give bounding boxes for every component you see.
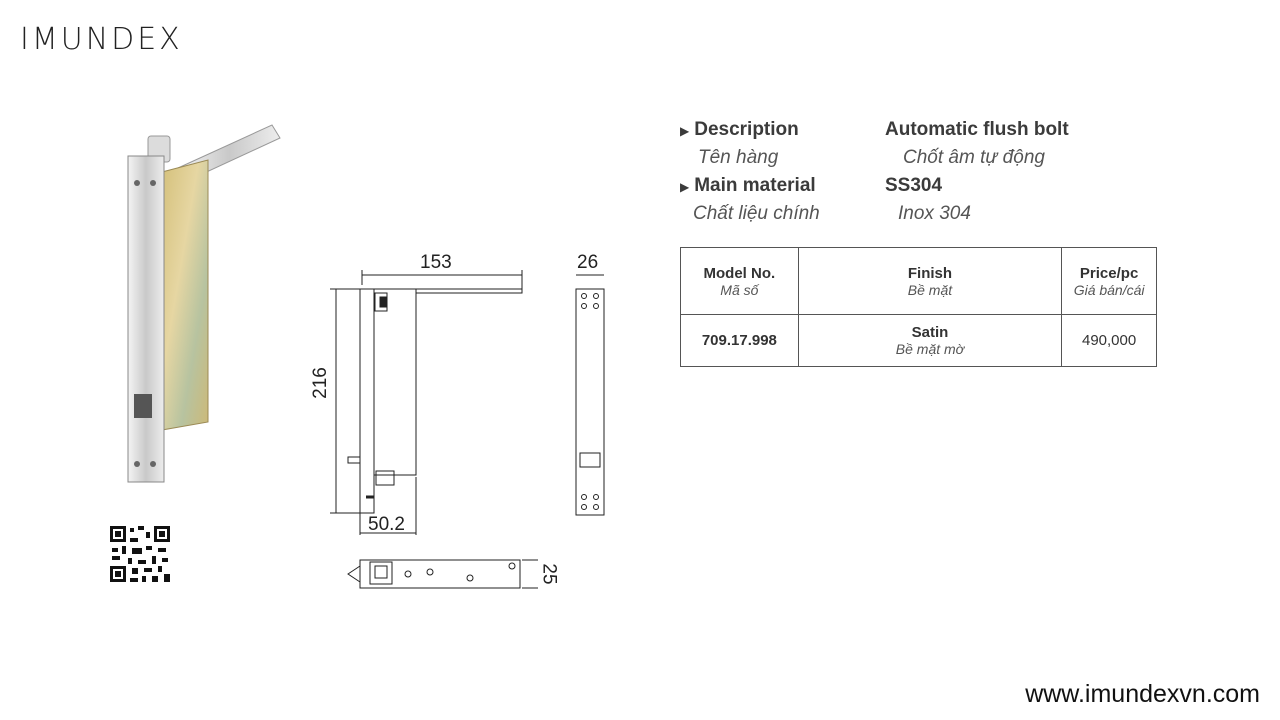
product-photo [127, 124, 281, 483]
qr-code [108, 524, 172, 584]
spec-description: ▶ Description Automatic flush bolt [680, 116, 1240, 144]
cell-model: 709.17.998 [680, 314, 799, 367]
technical-drawing-bottom [347, 559, 538, 589]
dimension-width: 153 [420, 252, 452, 273]
description-value-vi: Chốt âm tự động [903, 147, 1045, 168]
dimension-bottom: 25 [538, 563, 560, 585]
price-table: Model No. Mã số Finish Bề mặt Price/pc G… [680, 247, 1157, 367]
brand-logo: IMUNDEX [20, 22, 183, 57]
website-url[interactable]: www.imundexvn.com [1025, 680, 1260, 708]
description-value: Automatic flush bolt [885, 119, 1069, 140]
table-header-row: Model No. Mã số Finish Bề mặt Price/pc G… [680, 247, 1157, 315]
description-label: Description [694, 119, 799, 140]
spec-description-vi: Tên hàng Chốt âm tự động [680, 144, 1240, 172]
technical-drawing-side [575, 274, 605, 516]
header-model: Model No. Mã số [680, 247, 799, 315]
material-label: Main material [694, 175, 816, 196]
material-value: SS304 [885, 175, 943, 196]
bullet-icon: ▶ [680, 180, 690, 194]
material-label-vi: Chất liệu chính [693, 203, 820, 224]
spec-material: ▶ Main material SS304 [680, 172, 1240, 200]
product-spec: ▶ Description Automatic flush bolt Tên hà… [680, 116, 1240, 228]
description-label-vi: Tên hàng [698, 147, 779, 168]
material-value-vi: Inox 304 [898, 203, 971, 224]
dimension-depth: 50.2 [368, 514, 405, 535]
dimension-height: 216 [309, 367, 331, 399]
bullet-icon: ▶ [680, 124, 690, 138]
cell-price: 490,000 [1061, 314, 1157, 367]
technical-drawing-front [330, 270, 523, 535]
header-price: Price/pc Giá bán/cái [1061, 247, 1157, 315]
cell-finish: Satin Bề mặt mờ [797, 314, 1063, 367]
header-finish: Finish Bề mặt [797, 247, 1063, 315]
dimension-thickness: 26 [577, 252, 599, 273]
table-row: 709.17.998 Satin Bề mặt mờ 490,000 [680, 314, 1157, 367]
spec-material-vi: Chất liệu chính Inox 304 [680, 200, 1240, 228]
